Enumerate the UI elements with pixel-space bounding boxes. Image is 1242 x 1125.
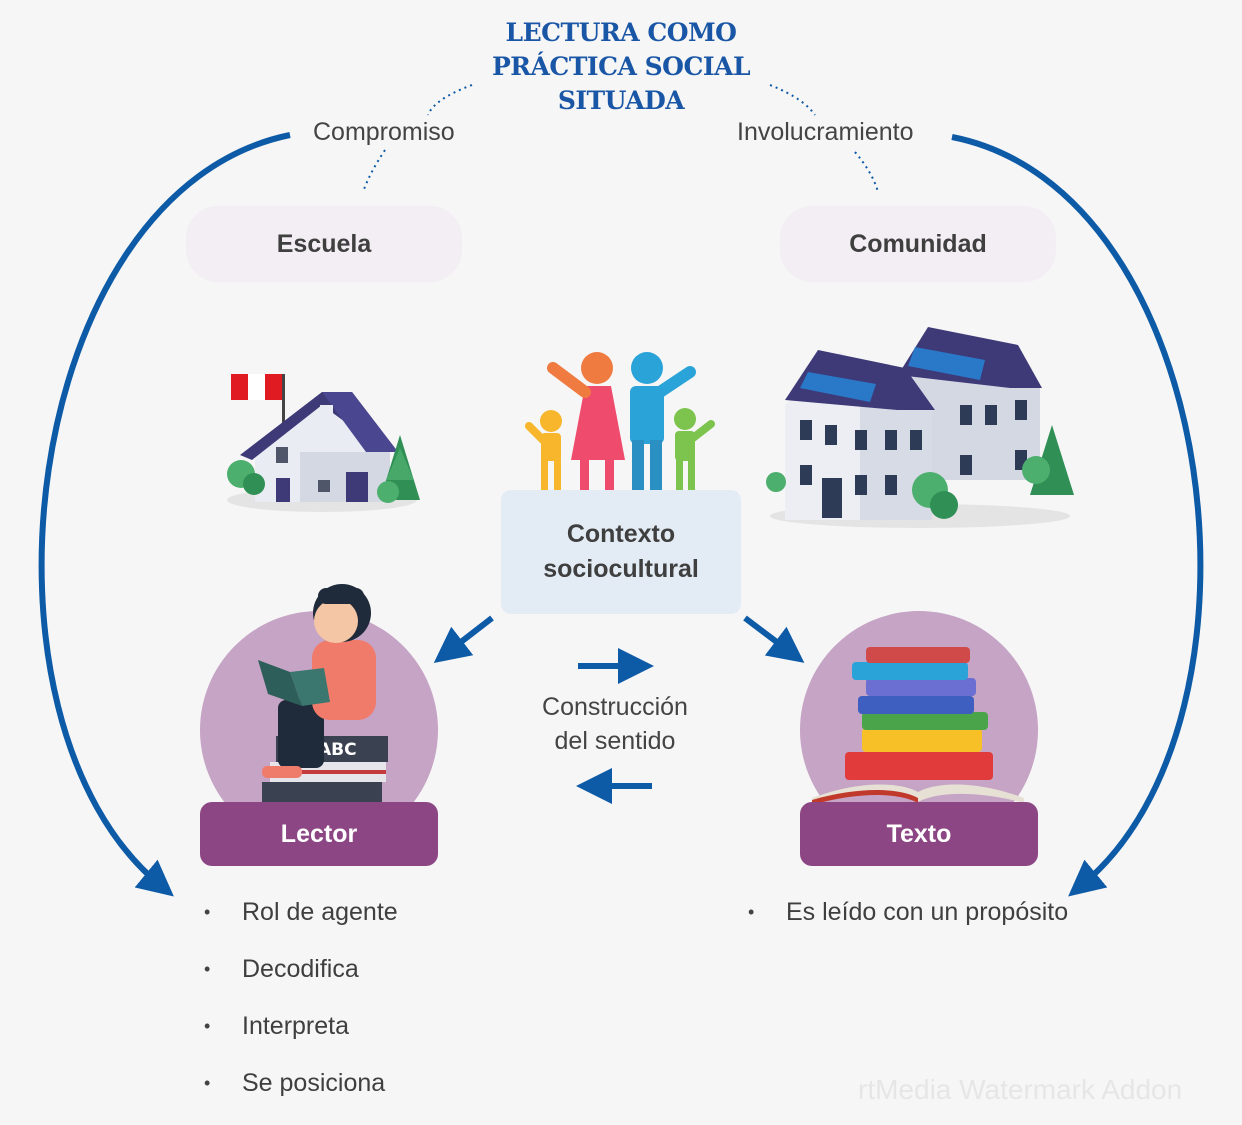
- title-line-2: PRÁCTICA SOCIAL: [491, 52, 751, 81]
- texto-bullet-list: • Es leído con un propósito: [748, 897, 1068, 954]
- escuela-label: Escuela: [276, 229, 372, 258]
- compromiso-label: Compromiso: [313, 118, 455, 146]
- contexto-line-2: sociocultural: [543, 555, 699, 583]
- lector-label: Lector: [280, 819, 358, 848]
- escuela-box: Escuela: [186, 206, 462, 282]
- bullet-icon: •: [204, 1073, 211, 1093]
- community-buildings-illustration: [766, 327, 1074, 528]
- construccion-line-2: del sentido: [554, 727, 676, 755]
- title-line-3: SITUADA: [557, 86, 685, 115]
- contexto-sociocultural-box: Contexto sociocultural: [501, 490, 741, 614]
- diagram-title: LECTURA COMO PRÁCTICA SOCIAL SITUADA: [420, 16, 822, 118]
- list-item: • Se posiciona: [204, 1068, 398, 1125]
- list-item: • Es leído con un propósito: [748, 897, 1068, 954]
- right-outer-arc-arrow: [951, 134, 1204, 897]
- dotted-line-title-left: [427, 84, 473, 116]
- list-item-text: Interpreta: [242, 1012, 350, 1040]
- lector-tag: Lector: [200, 802, 438, 866]
- school-house-illustration: [227, 374, 420, 512]
- bullet-icon: •: [204, 959, 211, 979]
- contexto-line-1: Contexto: [566, 520, 676, 548]
- bullet-icon: •: [204, 902, 211, 922]
- left-outer-arc-arrow: [38, 132, 291, 897]
- watermark-text: rtMedia Watermark Addon: [858, 1074, 1183, 1105]
- arrow-context-to-lector: [433, 615, 494, 664]
- list-item-text: Decodifica: [242, 955, 359, 983]
- construccion-line-1: Construcción: [542, 693, 688, 721]
- list-item: • Interpreta: [204, 1011, 398, 1068]
- list-item-text: Se posiciona: [242, 1069, 386, 1097]
- construccion-del-sentido-label: Construcción del sentido: [510, 690, 720, 758]
- dotted-line-compromiso-escuela: [362, 149, 386, 193]
- texto-tag: Texto: [800, 802, 1038, 866]
- list-item-text: Es leído con un propósito: [786, 898, 1069, 926]
- list-item-text: Rol de agente: [242, 898, 398, 926]
- bullet-icon: •: [204, 1016, 211, 1036]
- dotted-line-involucramiento-comunidad: [854, 151, 879, 193]
- title-line-1: LECTURA COMO: [505, 18, 737, 47]
- family-illustration: [525, 352, 715, 490]
- bullet-icon: •: [748, 902, 755, 922]
- list-item: • Decodifica: [204, 954, 398, 1011]
- dotted-line-title-right: [769, 84, 816, 116]
- list-item: • Rol de agente: [204, 897, 398, 954]
- comunidad-box: Comunidad: [780, 206, 1056, 282]
- comunidad-label: Comunidad: [849, 229, 987, 258]
- texto-label: Texto: [886, 819, 952, 848]
- arrow-context-to-texto: [743, 615, 805, 663]
- lector-bullet-list: • Rol de agente • Decodifica • Interpreta •…: [204, 897, 398, 1125]
- involucramiento-label: Involucramiento: [737, 118, 914, 146]
